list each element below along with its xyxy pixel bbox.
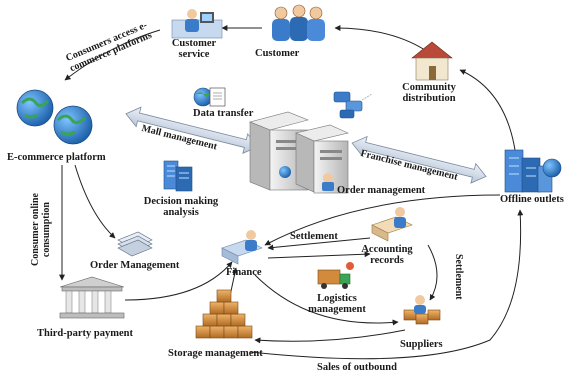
arrow-thirdparty-to-finance <box>124 261 233 301</box>
server-icon <box>249 111 349 194</box>
offline-outlets-label: Offline outlets <box>500 194 564 205</box>
logistics-line2: management <box>308 304 366 315</box>
storage-boxes-icon <box>195 289 253 339</box>
consumer-online-label: Consumer online consumption <box>30 193 52 266</box>
ecommerce-platform-label: E-commerce platform <box>7 152 106 163</box>
decision-building-icon <box>163 160 193 192</box>
order-management-label: Order Management <box>90 260 180 271</box>
arrow-suppliers-to-storage <box>254 329 406 344</box>
community-distribution-label: Community distribution <box>398 82 460 104</box>
storage-management-label: Storage management <box>168 348 263 359</box>
order-documents-icon <box>117 231 153 257</box>
arrow-offline-to-finance <box>264 194 501 246</box>
arrow-ecommerce-to-order <box>74 164 116 239</box>
arrow-settlement-bottom <box>267 251 371 259</box>
sales-outbound-label: Sales of outbound <box>317 362 397 373</box>
arrow-finance-to-suppliers <box>254 274 399 326</box>
phone-devices-icon <box>333 91 373 119</box>
customer-people-icon <box>272 4 325 41</box>
connectors <box>59 25 524 360</box>
franchise-management-band <box>351 135 487 184</box>
customer-service-line2: service <box>178 49 210 60</box>
accounting-line2: records <box>370 255 404 266</box>
customer-label: Customer <box>255 48 300 59</box>
customer-service-label: Customer service <box>166 38 222 60</box>
suppliers-icon <box>403 295 441 325</box>
finance-label: Finance <box>226 267 262 278</box>
arrow-settlement-top <box>267 237 371 251</box>
third-party-payment-label: Third-party payment <box>37 328 133 339</box>
community-line2: distribution <box>402 93 456 104</box>
consumer-online-line2: consumption <box>41 202 52 258</box>
logistics-management-label: Logistics management <box>302 293 372 315</box>
decision-making-label: Decision making analysis <box>138 196 224 218</box>
community-line1: Community <box>402 82 456 93</box>
arrow-sales-outbound <box>249 209 524 360</box>
suppliers-label: Suppliers <box>400 339 443 350</box>
ecommerce-globe-icon <box>16 89 93 145</box>
settlement-left-label: Settlement <box>290 231 338 242</box>
consumer-online-line1: Consumer online <box>30 193 41 266</box>
arrow-offline-to-community <box>459 69 516 151</box>
decision-line1: Decision making <box>143 196 219 207</box>
customer-service-line1: Customer <box>171 38 217 49</box>
house-icon <box>411 41 453 81</box>
bank-icon <box>59 276 125 319</box>
logistics-truck-icon <box>317 262 354 289</box>
settlement-right-label: Settlement <box>453 254 464 300</box>
decision-line2: analysis <box>163 207 199 218</box>
accounting-line1: Accounting <box>361 244 413 255</box>
arrow-accounting-to-suppliers <box>427 244 438 301</box>
finance-desk-icon <box>221 230 263 265</box>
logistics-line1: Logistics <box>317 293 357 304</box>
accounting-desk-icon <box>371 207 413 242</box>
arrow-consumers-access <box>64 29 161 81</box>
accounting-records-label: Accounting records <box>354 244 420 266</box>
data-transfer-label: Data transfer <box>193 108 254 119</box>
offline-buildings-icon <box>504 149 562 193</box>
order-management-server-label: Order management <box>337 185 426 196</box>
arrow-community-to-customer <box>334 25 426 51</box>
customer-service-icon <box>171 9 223 39</box>
data-transfer-icon <box>193 87 226 107</box>
